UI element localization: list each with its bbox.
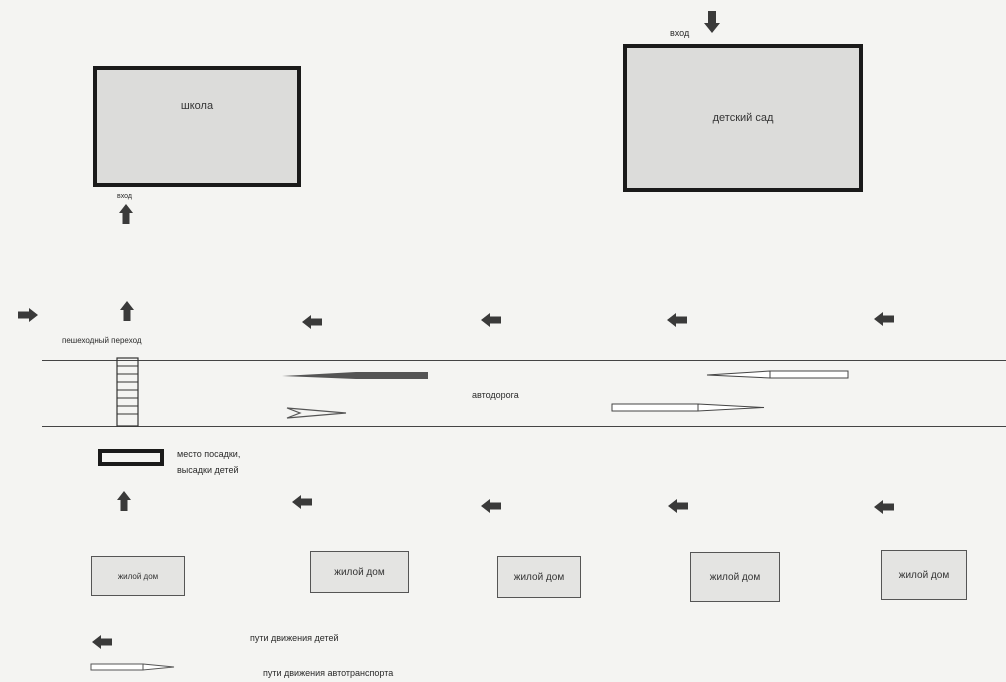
house-3: жилой дом [497,556,581,598]
crosswalk [116,357,139,427]
house-1-label: жилой дом [117,571,159,581]
kindergarten-entrance-label: вход [670,28,690,38]
vehicle-path-arrow [706,370,849,379]
house-4-label: жилой дом [709,571,761,583]
children-path-arrow [481,499,501,513]
school-entrance-arrow [119,204,133,224]
kindergarten-label: детский сад [712,112,774,124]
kindergarten-entrance-arrow [704,11,720,33]
children-path-arrow [18,308,38,322]
school-entrance-label: вход [117,193,132,200]
school-label: школа [180,100,214,112]
vehicle-path-arrow [286,407,347,419]
pickup-label-line1: место посадки, [177,449,241,459]
house-5: жилой дом [881,550,967,600]
house-4: жилой дом [690,552,780,602]
legend-children-label: пути движения детей [250,633,339,643]
road-label: автодорога [472,390,519,400]
children-path-arrow [292,495,312,509]
children-path-arrow [874,312,894,326]
vehicle-path-arrow [282,372,428,379]
pickup-label-line2: высадки детей [177,465,239,475]
house-2: жилой дом [310,551,409,593]
house-1: жилой дом [91,556,185,596]
vehicle-path-arrow [611,403,765,412]
pickup-spot [98,449,164,466]
children-path-arrow [117,491,131,511]
crosswalk-label: пешеходный переход [62,336,142,345]
legend-vehicle-label: пути движения автотранспорта [263,668,394,678]
children-path-arrow [667,313,687,327]
road-edge-top [42,360,1006,361]
house-5-label: жилой дом [898,569,950,581]
road-edge-bottom [42,426,1006,427]
house-3-label: жилой дом [513,571,565,583]
children-path-arrow [302,315,322,329]
legend-children-arrow [92,635,112,649]
school-building: школа [93,66,301,187]
children-path-arrow [668,499,688,513]
kindergarten-building: детский сад [623,44,863,192]
children-path-arrow [481,313,501,327]
house-2-label: жилой дом [334,566,385,578]
legend-vehicle-arrow [90,663,175,671]
children-path-arrow [120,301,134,321]
children-path-arrow [874,500,894,514]
